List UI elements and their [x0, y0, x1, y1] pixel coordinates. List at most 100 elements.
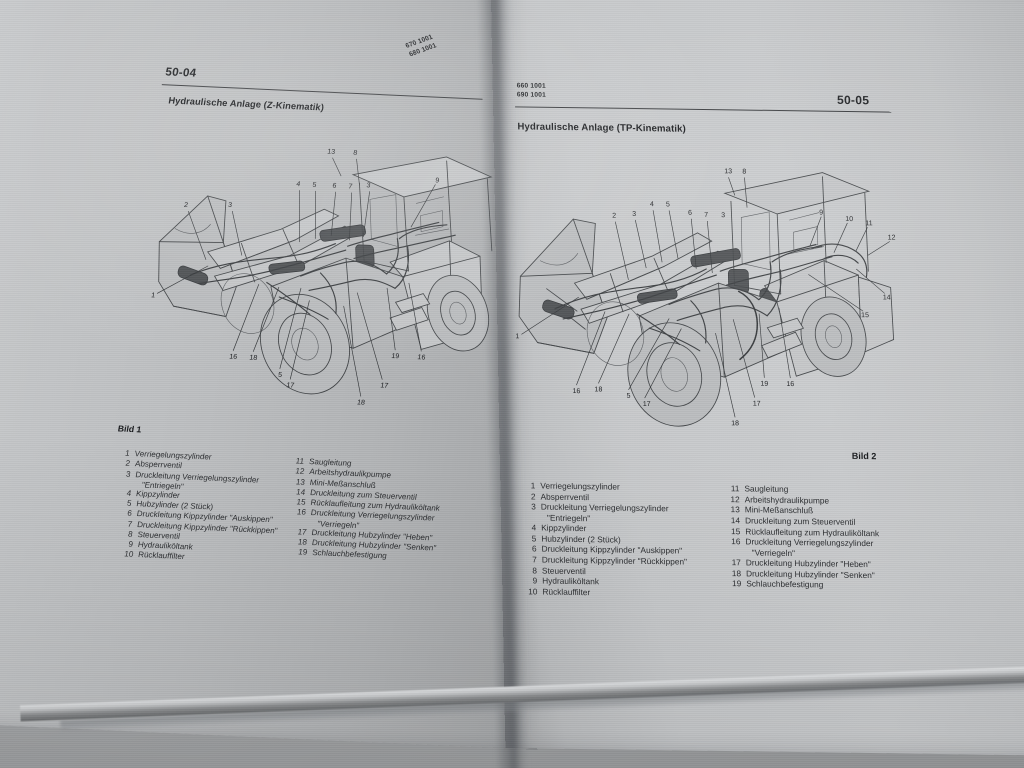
legend-text: Kippzylinder [541, 522, 587, 534]
right-figure-wheels [586, 296, 867, 427]
left-figure-callout-leaders [156, 157, 436, 397]
left-page: 670 1001 680 1001 50-04 Hydraulische Anl… [0, 0, 538, 750]
callout-3b: 3 [721, 212, 725, 219]
callout-5: 5 [666, 201, 670, 208]
legend-number: 1 [530, 480, 536, 491]
left-folio: 50-04 [165, 66, 197, 80]
callout-7: 7 [704, 212, 708, 219]
callout-13: 13 [327, 149, 335, 156]
callout-4: 4 [296, 181, 300, 188]
right-page: 660 1001 690 1001 50-05 Hydraulische Anl… [490, 0, 1024, 756]
callout-1: 1 [515, 333, 519, 340]
callout-19: 19 [391, 353, 399, 360]
legend-text: Schlauchbefestigung [746, 578, 824, 590]
legend-text: Rücklauffilter [138, 550, 185, 562]
callout-12: 12 [888, 235, 896, 242]
legend-number: 3 [125, 469, 131, 479]
callout-3: 3 [632, 211, 636, 218]
callout-7: 7 [348, 183, 353, 190]
legend-number: 19 [731, 578, 742, 589]
legend-number: 6 [531, 543, 537, 554]
right-folio: 50-05 [836, 92, 870, 108]
legend-number: 12 [730, 493, 740, 504]
callout-3: 3 [228, 202, 232, 209]
callout-19: 19 [760, 381, 768, 388]
left-figure-hydraulic-hoses [189, 221, 456, 320]
legend-number: 7 [532, 554, 537, 565]
legend-number: 18 [731, 567, 742, 578]
right-page-content: 660 1001 690 1001 50-05 Hydraulische Anl… [491, 0, 1024, 756]
legend-number: 15 [730, 525, 741, 536]
right-figure-callout-numbers: 1 16 18 2 3 4 5 6 7 3 13 8 9 [515, 168, 896, 427]
right-figure-hydraulic-hoses [554, 243, 868, 361]
right-figure-callout-leaders [521, 177, 890, 418]
legend-number: 14 [730, 515, 741, 526]
legend-text: Saugleitung [744, 483, 789, 494]
callout-17b: 17 [380, 382, 389, 389]
callout-5: 5 [312, 182, 316, 189]
callout-18: 18 [594, 386, 602, 393]
legend-text: Hydrauliköltank [542, 575, 600, 587]
callout-9: 9 [435, 177, 439, 184]
right-figure-svg: 1 16 18 2 3 4 5 6 7 3 13 8 9 [515, 168, 896, 427]
callout-17: 17 [643, 401, 651, 408]
callout-17: 17 [286, 382, 295, 389]
legend-item: 19 Schlauchbefestigung [724, 578, 880, 591]
left-figure-svg: 1 2 3 4 5 6 7 3 13 8 9 16 18 [151, 149, 493, 407]
callout-14: 14 [883, 294, 891, 301]
callout-15: 15 [861, 312, 869, 319]
legend-number: 8 [532, 564, 538, 576]
legend-number: 11 [730, 483, 740, 494]
callout-8: 8 [742, 169, 746, 176]
callout-18b: 18 [731, 420, 739, 427]
callout-13: 13 [724, 168, 732, 175]
legend-number: 17 [731, 557, 741, 568]
callout-3b: 3 [366, 182, 370, 189]
callout-16b: 16 [786, 381, 794, 388]
legend-number: 10 [124, 549, 134, 560]
right-model-number-2: 690 1001 [516, 91, 547, 99]
callout-2: 2 [612, 213, 616, 220]
legend-number: 5 [531, 533, 537, 544]
left-model-numbers: 670 1001 680 1001 [405, 34, 439, 60]
callout-5b: 5 [278, 372, 282, 379]
left-figure-callout-numbers: 1 2 3 4 5 6 7 3 13 8 9 16 18 [151, 149, 439, 407]
legend-number: 13 [730, 504, 740, 515]
legend-number: 9 [532, 575, 538, 586]
callout-5b: 5 [627, 393, 631, 400]
callout-16b: 16 [417, 354, 425, 361]
callout-4: 4 [650, 201, 654, 208]
left-figure-cab [351, 156, 493, 272]
legend-number: 4 [531, 522, 537, 533]
left-figure-wheel-loader: 1 2 3 4 5 6 7 3 13 8 9 16 18 [145, 131, 505, 417]
legend-text: Schlauchbefestigung [312, 548, 387, 561]
left-page-content: 670 1001 680 1001 50-04 Hydraulische Anl… [112, 34, 505, 567]
legend-text: Steuerventil [541, 565, 586, 576]
right-model-numbers: 660 1001 690 1001 [517, 82, 546, 100]
legend-number: 16 [731, 536, 741, 547]
right-model-number-1: 660 1001 [516, 82, 546, 90]
right-figure-wheel-loader: 1 16 18 2 3 4 5 6 7 3 13 8 9 [510, 160, 915, 436]
right-figure-caption: Bild 2 [851, 450, 877, 462]
legend-number: 16 [296, 507, 307, 518]
legend-text: Absperrventil [540, 491, 590, 502]
callout-2: 2 [183, 202, 188, 209]
callout-17b: 17 [753, 401, 761, 408]
legend-text: Rücklauffilter [542, 586, 591, 598]
legend-number: 19 [298, 547, 308, 557]
callout-6: 6 [688, 210, 692, 217]
legend-number: 3 [531, 501, 536, 512]
callout-6: 6 [332, 183, 336, 190]
right-header-rule [515, 106, 892, 113]
callout-11: 11 [865, 220, 873, 227]
callout-8: 8 [353, 150, 357, 157]
left-section-title: Hydraulische Anlage (Z-Kinematik) [168, 95, 324, 113]
callout-9: 9 [819, 210, 823, 217]
